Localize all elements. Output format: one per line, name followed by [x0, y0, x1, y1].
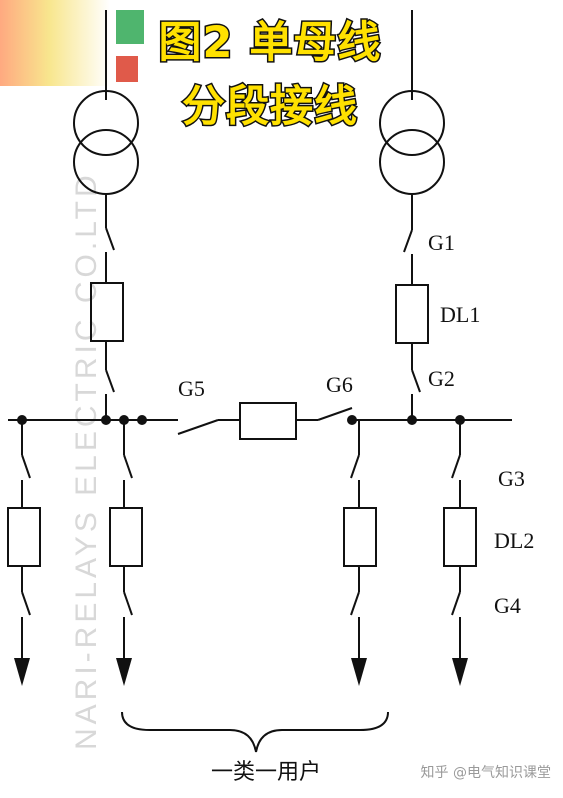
bus-node — [119, 415, 129, 425]
left-transformer-winding-lower — [73, 129, 139, 195]
left-incoming-disconnector — [105, 227, 115, 251]
switch-g4 — [451, 591, 461, 616]
left-transformer-winding-upper — [73, 90, 139, 156]
bus-node — [17, 415, 27, 425]
switch-g5 — [177, 419, 219, 435]
feeder-1-arrow — [14, 658, 30, 686]
feeder-4-arrow — [452, 658, 468, 686]
label-dl2: DL2 — [494, 528, 534, 553]
left-incoming-disconnector-lower — [105, 369, 115, 393]
switch-g1 — [403, 229, 413, 253]
user-brace — [121, 711, 389, 753]
brace-caption: 一类一用户 — [211, 760, 321, 785]
breaker-dl1 — [395, 284, 429, 344]
bus-node — [137, 415, 147, 425]
label-g3: G3 — [498, 466, 525, 491]
left-incoming-breaker — [90, 282, 124, 342]
feeder-2-arrow — [116, 658, 132, 686]
bus-node — [407, 415, 417, 425]
switch-g3 — [451, 454, 461, 479]
feeder-2 — [109, 420, 143, 660]
label-g5: G5 — [178, 376, 205, 401]
title-line-2: 分段接线 — [181, 82, 359, 132]
bus-section-breaker — [239, 402, 297, 440]
source-credit: 知乎 @电气知识课堂 — [420, 765, 551, 781]
bus-node — [347, 415, 357, 425]
right-transformer-winding-lower — [379, 129, 445, 195]
feeder-3-arrow — [351, 658, 367, 686]
bus-node — [101, 415, 111, 425]
switch-g2 — [411, 369, 421, 393]
label-g6: G6 — [326, 372, 353, 397]
feeder-3 — [343, 420, 377, 660]
breaker-dl2 — [443, 507, 477, 567]
title-line-1: 图2 单母线 — [157, 18, 382, 68]
label-g2: G2 — [428, 366, 455, 391]
label-g1: G1 — [428, 230, 455, 255]
decorative-green-block — [116, 10, 144, 44]
label-g4: G4 — [494, 593, 521, 618]
bus-node — [455, 415, 465, 425]
switch-g6 — [317, 407, 353, 421]
decorative-gradient — [0, 0, 110, 86]
feeder-4 — [443, 420, 477, 660]
label-dl1: DL1 — [440, 302, 480, 327]
decorative-red-block — [116, 56, 138, 82]
right-transformer-winding-upper — [379, 90, 445, 156]
feeder-1 — [7, 420, 41, 660]
